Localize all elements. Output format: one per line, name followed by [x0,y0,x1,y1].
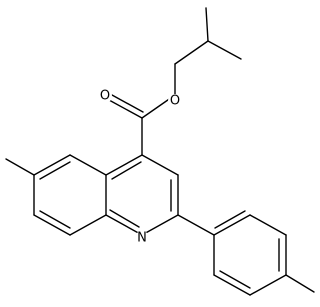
bond-n1-c8a [105,214,143,236]
bond-c2-aryl [177,214,215,236]
bond-carbonyl-double-a [108,99,143,119]
bond-aryl-2-3 [249,214,287,236]
bond-c4a-c4-inner [111,161,142,180]
ester-oxygen-label: O [170,94,180,109]
atom-labels: O O N [98,89,182,246]
bond-methyl-a [205,7,209,42]
ring-nitrogen-label: N [137,231,147,246]
benzo-ring [5,154,107,236]
bond-methyl-b [207,40,242,60]
bond-c5-c6-inner [39,161,71,180]
bond-c4a-c5 [69,154,107,176]
carbonyl-oxygen-label: O [100,89,110,104]
bond-aryl-1-2 [213,214,251,236]
bond-n1-c8a-inner [109,209,140,228]
ring-nitrogen-bg [135,231,149,245]
bond-methyl-aryl [285,274,315,293]
bond-branch-ch2 [174,40,209,65]
carbonyl-oxygen-bg [98,89,112,103]
bond-c5-c6 [33,154,71,176]
bond-methyl-c6 [5,158,35,176]
bond-aryl-1-2-inner [214,210,246,229]
bond-c4a-c4 [105,154,143,176]
bond-c8-c8a [69,214,107,236]
pyridine-ring [105,154,179,236]
bond-c7-c8-inner [39,210,71,229]
tolyl-ring [177,210,315,296]
ester-oxygen-bg [168,94,182,108]
isobutyl-group [174,7,242,96]
bond-aryl-4-5 [249,274,287,296]
bond-carbonyl-double-b [111,94,144,113]
bond-c2-n1 [141,214,179,236]
bond-c4-c3 [141,154,179,176]
ester-group [108,94,176,156]
bond-c7-c8 [33,214,71,236]
bond-aryl-5-6 [213,274,251,296]
bond-aryl-5-6-inner [219,270,251,289]
